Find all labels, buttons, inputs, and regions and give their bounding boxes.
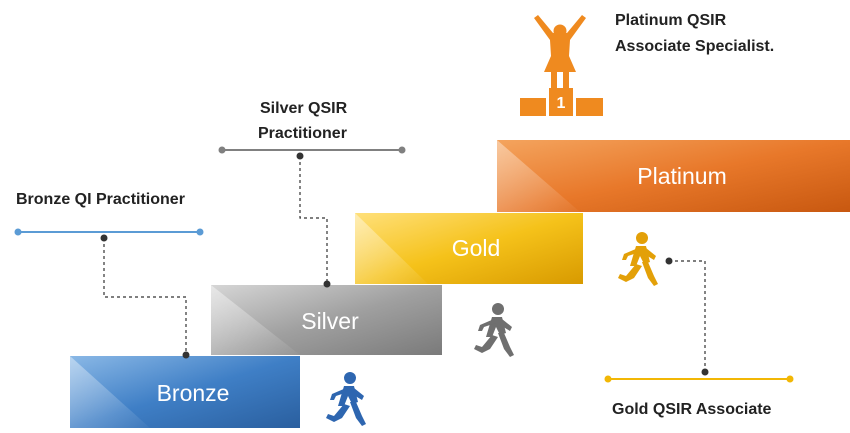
silver-title-line2: Practitioner xyxy=(258,125,347,142)
step-platinum: Platinum xyxy=(497,140,850,212)
step-silver-label: Silver xyxy=(301,308,359,334)
gold-title: Gold QSIR Associate xyxy=(612,401,772,418)
step-bronze: Bronze xyxy=(70,356,300,428)
platinum-title-line1: Platinum QSIR xyxy=(615,12,727,29)
running-person-icon xyxy=(326,372,366,426)
trophy-winner-icon xyxy=(520,15,603,116)
step-platinum-label: Platinum xyxy=(637,163,726,189)
podium-first-place: 1 xyxy=(557,95,566,112)
bronze-line xyxy=(14,228,204,359)
step-bronze-label: Bronze xyxy=(157,380,230,406)
step-silver: Silver xyxy=(211,285,442,355)
silver-line xyxy=(218,146,406,288)
silver-title-line1: Silver QSIR xyxy=(260,100,348,117)
step-gold: Gold xyxy=(355,213,583,284)
running-person-icon xyxy=(474,303,514,357)
platinum-title-line2: Associate Specialist. xyxy=(615,38,774,55)
bronze-title: Bronze QI Practitioner xyxy=(16,191,185,208)
step-gold-label: Gold xyxy=(452,235,501,261)
running-person-icon xyxy=(618,232,658,286)
gold-line xyxy=(604,257,794,383)
